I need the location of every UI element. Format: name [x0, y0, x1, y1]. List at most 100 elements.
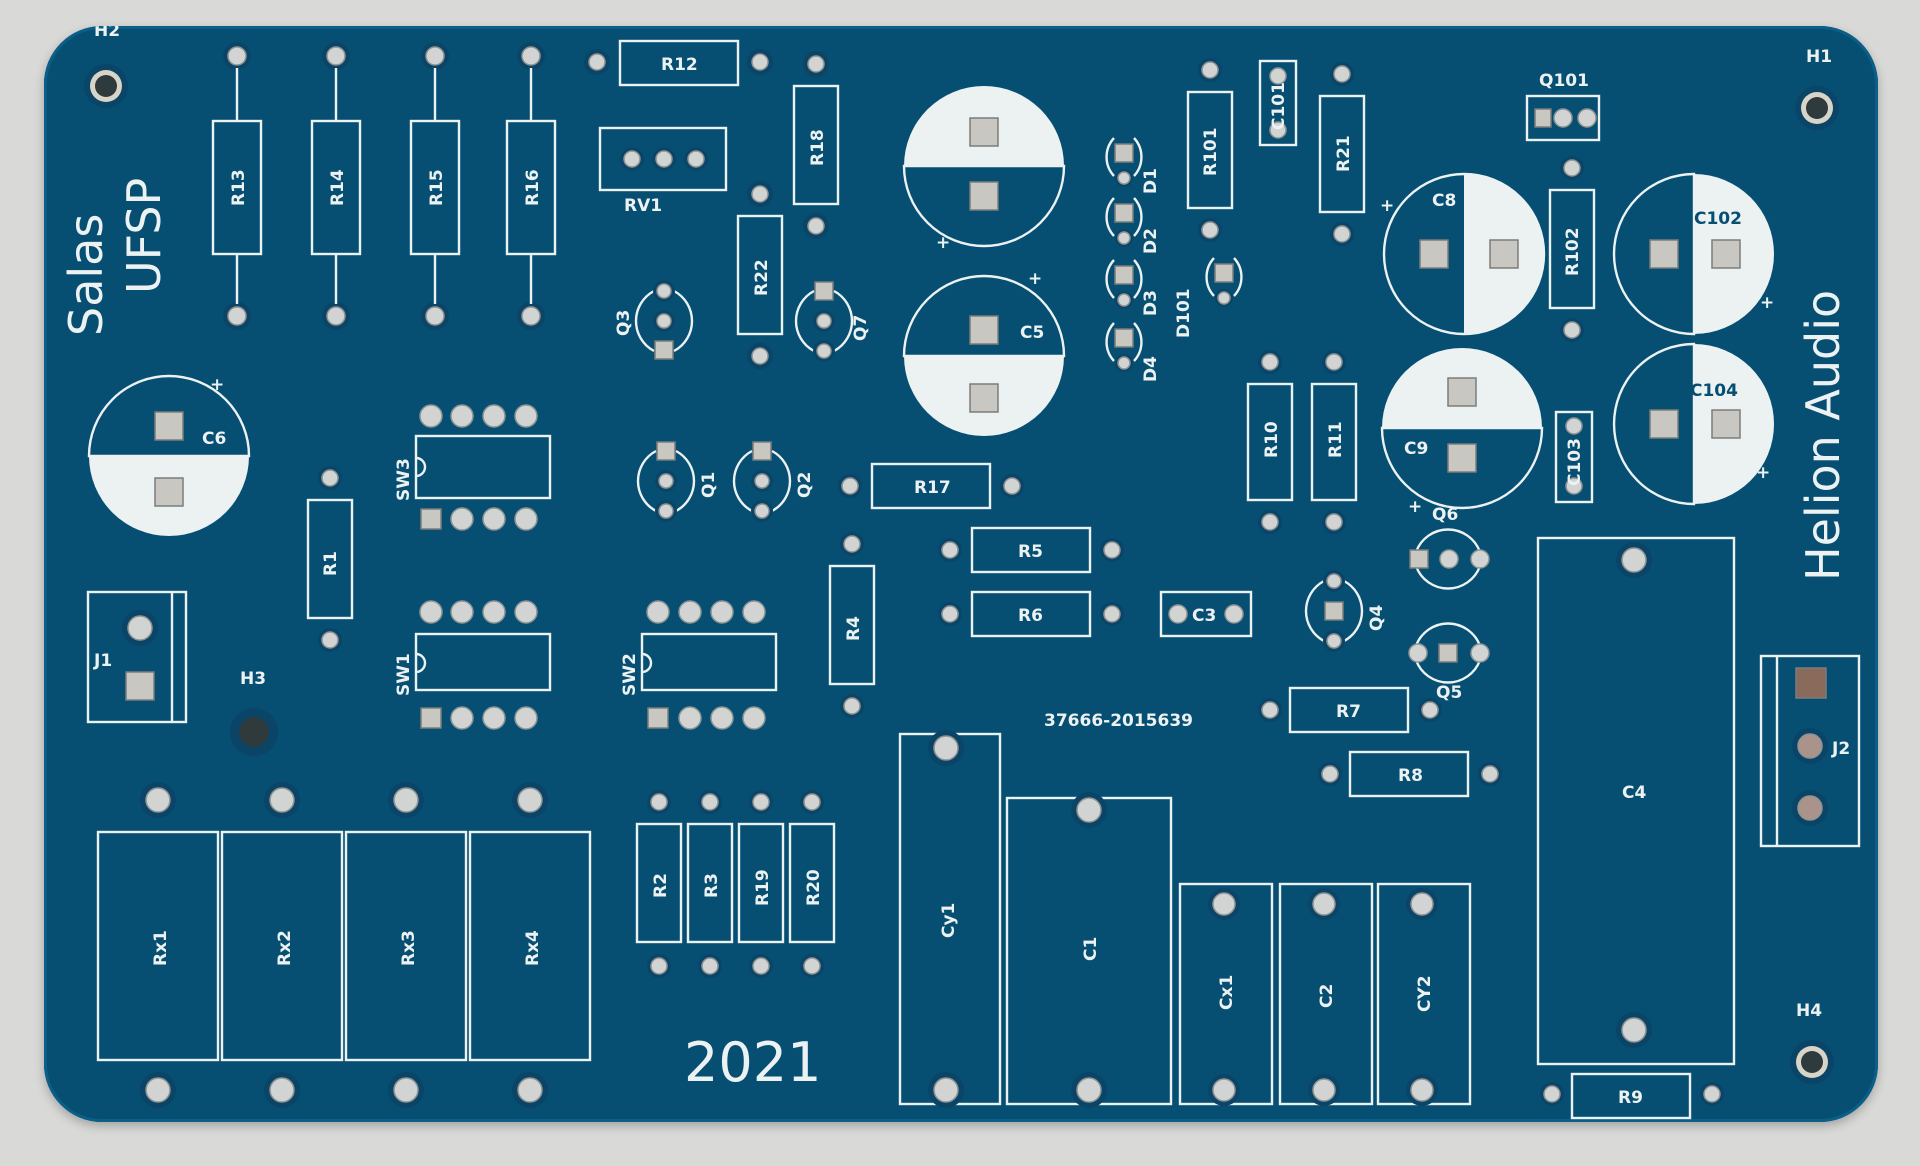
svg-text:D2: D2 — [1141, 228, 1161, 254]
resistor-R17: R17 — [838, 462, 1024, 510]
transistor-Q101: Q101 — [1525, 71, 1601, 142]
svg-text:D3: D3 — [1141, 290, 1161, 316]
resistor-R15: R15 — [409, 42, 461, 330]
svg-text:R8: R8 — [1398, 766, 1423, 786]
svg-text:C4: C4 — [1622, 783, 1646, 803]
brand-text-ufsp: UFSP — [117, 178, 171, 294]
svg-text:Rx2: Rx2 — [275, 930, 295, 966]
svg-text:R7: R7 — [1336, 702, 1361, 722]
capacitor-C6: C7 + — [902, 86, 1066, 253]
label-H3: H3 — [240, 669, 266, 689]
svg-text:Q101: Q101 — [1539, 71, 1589, 91]
mounting-hole-h1 — [1795, 86, 1839, 130]
resistor-R12: R12 — [584, 39, 773, 87]
resistor-R8: R8 — [1318, 750, 1502, 798]
svg-text:Q1: Q1 — [699, 472, 719, 498]
svg-text:+: + — [1756, 463, 1770, 483]
svg-text:Rx4: Rx4 — [523, 930, 543, 966]
svg-text:Q2: Q2 — [795, 472, 815, 498]
svg-text:R5: R5 — [1018, 542, 1043, 562]
capacitor-C1: C1 — [1005, 792, 1173, 1108]
transistor-Q3: Q3 — [614, 280, 694, 360]
connector-J1: J1 — [86, 590, 188, 724]
transistor-Q7: Q7 — [794, 281, 871, 362]
resistor-Rx3: Rx3 — [344, 782, 468, 1108]
svg-text:+: + — [1380, 196, 1394, 216]
svg-text:C5: C5 — [1020, 323, 1044, 343]
transistor-Q6: Q6 — [1409, 505, 1490, 590]
pcb-artwork: Salas UFSP Helion Audio 2021 37666-20156… — [59, 26, 1861, 1120]
svg-text:+: + — [936, 233, 950, 253]
svg-text:+: + — [1408, 497, 1422, 517]
svg-text:Q6: Q6 — [1432, 505, 1458, 525]
switch-SW3: SW3 — [394, 404, 552, 531]
resistor-R102: R102 — [1548, 156, 1596, 342]
transistor-Q2: Q2 — [732, 441, 815, 522]
svg-text:C1: C1 — [1081, 937, 1101, 961]
capacitor-C5: C5 + — [902, 269, 1066, 436]
resistor-R2: R2 — [635, 790, 683, 978]
resistor-R1: R1 — [306, 466, 354, 652]
svg-text:R21: R21 — [1334, 135, 1354, 172]
svg-text:C7: C7 — [924, 176, 948, 196]
capacitor-C103: C103 — [1554, 410, 1594, 504]
svg-text:R11: R11 — [1326, 421, 1346, 458]
resistor-R11: R11 — [1310, 350, 1358, 534]
svg-text:R13: R13 — [229, 169, 249, 206]
resistor-Rx1: Rx1 — [96, 782, 220, 1108]
capacitor-C9: C9 + — [1380, 348, 1544, 517]
svg-text:R15: R15 — [427, 169, 447, 206]
svg-text:C103: C103 — [1565, 438, 1585, 486]
brand-text-helion-audio: Helion Audio — [1796, 290, 1850, 581]
mounting-hole-h2 — [84, 64, 128, 108]
resistor-R10: R10 — [1246, 350, 1294, 534]
transistor-Q5: Q5 — [1408, 622, 1490, 703]
svg-text:R20: R20 — [804, 869, 824, 906]
svg-text:J1: J1 — [93, 651, 112, 671]
svg-text:Rx1: Rx1 — [151, 930, 171, 966]
resistor-R5: R5 — [938, 526, 1124, 574]
svg-text:D101: D101 — [1174, 288, 1194, 338]
resistor-R101: R101 — [1186, 58, 1234, 242]
switch-SW2: SW2 — [620, 600, 778, 730]
svg-text:Cy1: Cy1 — [939, 903, 959, 938]
mounting-hole-h3 — [230, 708, 278, 756]
year-text: 2021 — [684, 1031, 821, 1094]
connector-J2: J2 — [1759, 654, 1861, 848]
svg-text:SW3: SW3 — [394, 458, 414, 501]
diode-D4: D4 — [1105, 322, 1161, 382]
svg-text:C6: C6 — [202, 429, 226, 449]
svg-text:C9: C9 — [1404, 439, 1428, 459]
svg-text:R14: R14 — [328, 169, 348, 206]
svg-text:Q4: Q4 — [1367, 605, 1387, 631]
svg-text:R12: R12 — [661, 55, 698, 75]
order-code-text: 37666-2015639 — [1044, 711, 1193, 731]
transistor-Q1: Q1 — [636, 441, 719, 522]
svg-text:C3: C3 — [1192, 606, 1216, 626]
resistor-R9: R9 — [1540, 1072, 1724, 1120]
capacitor-C8: C8 + — [1380, 172, 1546, 336]
svg-text:Cx1: Cx1 — [1217, 975, 1237, 1010]
capacitor-CY2: CY2 — [1376, 882, 1472, 1106]
switch-SW1: SW1 — [394, 600, 552, 730]
label-H2: H2 — [94, 26, 120, 41]
resistor-R3: R3 — [686, 790, 734, 978]
resistor-Rx2: Rx2 — [220, 782, 344, 1108]
capacitor-Cy1: Cy1 — [898, 730, 1002, 1108]
capacitor-C2: C2 — [1278, 882, 1374, 1106]
resistor-R21: R21 — [1318, 62, 1366, 246]
svg-text:Rx3: Rx3 — [399, 930, 419, 966]
resistor-R22: R22 — [736, 181, 784, 369]
label-H1: H1 — [1806, 47, 1832, 67]
svg-text:Q7: Q7 — [851, 315, 871, 341]
svg-text:Q3: Q3 — [614, 310, 634, 336]
svg-text:R22: R22 — [752, 259, 772, 296]
resistor-Rx4: Rx4 — [468, 782, 592, 1108]
resistor-R18: R18 — [792, 51, 840, 239]
resistor-R14: R14 — [310, 42, 362, 330]
svg-text:Q5: Q5 — [1436, 683, 1462, 703]
diode-D3: D3 — [1105, 259, 1161, 316]
capacitor-Cx1: Cx1 — [1178, 882, 1274, 1106]
svg-text:D4: D4 — [1141, 356, 1161, 382]
svg-text:+: + — [1760, 293, 1774, 313]
